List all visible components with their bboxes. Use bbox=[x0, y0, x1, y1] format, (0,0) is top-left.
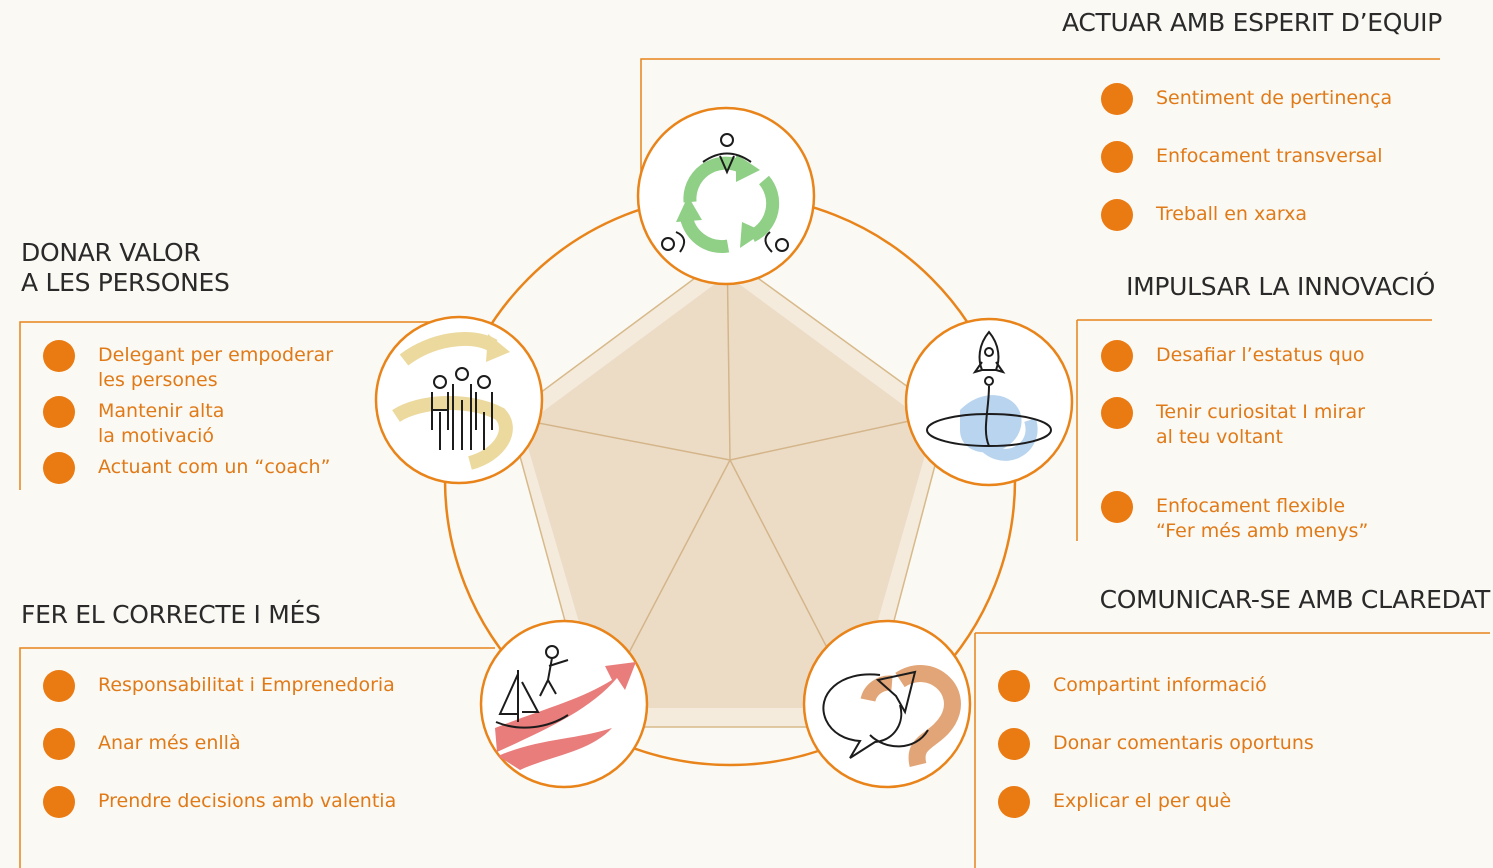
connector-lines bbox=[19, 58, 1490, 868]
people-group-icon bbox=[374, 315, 544, 485]
list-item: Prendre decisions amb valentia bbox=[43, 786, 396, 818]
speech-bubbles-icon bbox=[802, 619, 972, 789]
bullet-dot bbox=[43, 786, 75, 818]
bullet-dot bbox=[1101, 199, 1133, 231]
bullet-dot bbox=[1101, 83, 1133, 115]
bullet-dot bbox=[998, 786, 1030, 818]
people-title: DONAR VALOR A LES PERSONES bbox=[21, 238, 230, 297]
bullet-dot bbox=[1101, 141, 1133, 173]
sailboat-arrow-icon bbox=[479, 619, 649, 789]
list-item: Enfocament flexible“Fer més amb menys” bbox=[1101, 491, 1368, 544]
rocket-icon bbox=[904, 317, 1074, 487]
team-title: ACTUAR AMB ESPERIT D’EQUIP bbox=[1062, 8, 1442, 37]
list-item: Compartint informació bbox=[998, 670, 1314, 702]
team-circle-recycle-icon bbox=[636, 106, 816, 286]
bullet-dot bbox=[43, 340, 75, 372]
list-item: Desafiar l’estatus quo bbox=[1101, 340, 1368, 372]
list-item: Treball en xarxa bbox=[1101, 199, 1392, 231]
list-item: Enfocament transversal bbox=[1101, 141, 1392, 173]
list-item: Anar més enllà bbox=[43, 728, 396, 760]
list-item: Explicar el per què bbox=[998, 786, 1314, 818]
correct-list: Responsabilitat i Emprenedoria Anar més … bbox=[43, 670, 396, 818]
list-item: Sentiment de pertinença bbox=[1101, 83, 1392, 115]
bullet-dot bbox=[43, 670, 75, 702]
correct-title: FER EL CORRECTE I MÉS bbox=[21, 600, 321, 629]
bullet-dot bbox=[43, 728, 75, 760]
innovation-title: IMPULSAR LA INNOVACIÓ bbox=[1126, 272, 1435, 301]
bullet-dot bbox=[43, 396, 75, 428]
communicate-list: Compartint informació Donar comentaris o… bbox=[998, 670, 1314, 818]
bullet-dot bbox=[1101, 491, 1133, 523]
bullet-dot bbox=[1101, 397, 1133, 429]
list-item: Responsabilitat i Emprenedoria bbox=[43, 670, 396, 702]
bullet-dot bbox=[1101, 340, 1133, 372]
list-item: Actuant com un “coach” bbox=[43, 452, 333, 484]
list-item: Donar comentaris oportuns bbox=[998, 728, 1314, 760]
team-list: Sentiment de pertinença Enfocament trans… bbox=[1101, 83, 1392, 231]
communicate-title: COMUNICAR-SE AMB CLAREDAT bbox=[1099, 585, 1491, 614]
bullet-dot bbox=[998, 670, 1030, 702]
pentagon-fill bbox=[522, 275, 933, 708]
bullet-dot bbox=[43, 452, 75, 484]
innovation-list: Desafiar l’estatus quo Tenir curiositat … bbox=[1101, 340, 1368, 544]
bullet-dot bbox=[998, 728, 1030, 760]
